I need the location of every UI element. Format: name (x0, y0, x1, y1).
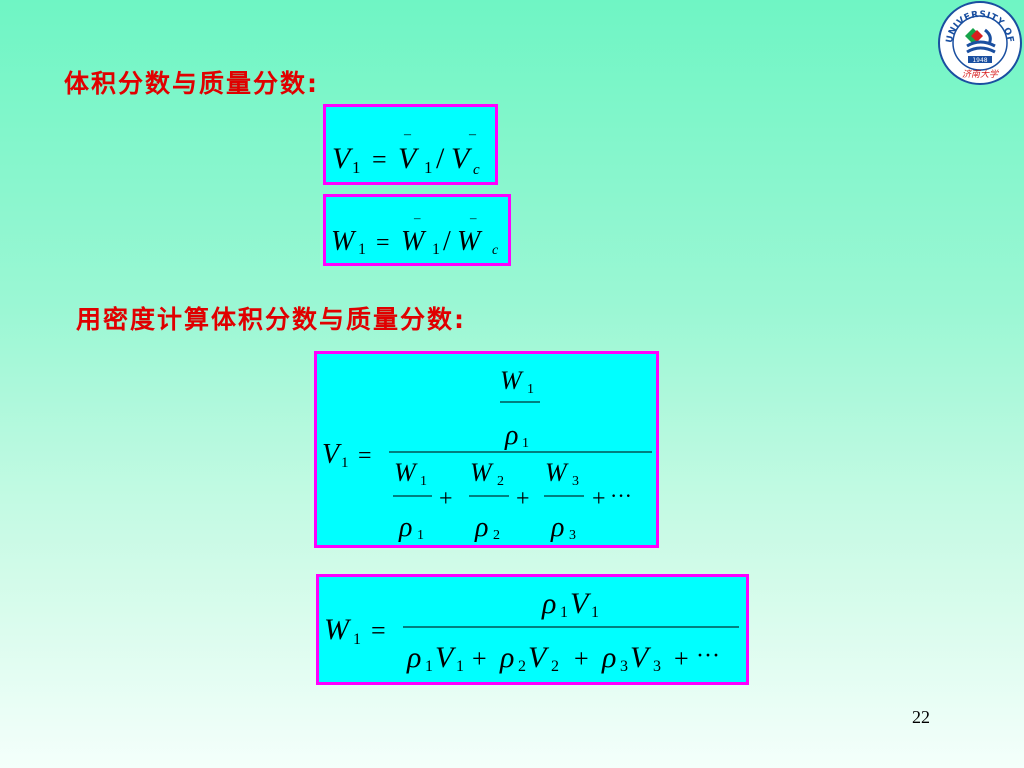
var-w: W (470, 458, 494, 487)
sub-1: 1 (358, 241, 366, 258)
sub-3: 3 (569, 528, 576, 543)
ellipsis: ··· (610, 483, 632, 508)
var-v: V (630, 641, 652, 674)
ellipsis: ··· (696, 643, 720, 669)
plus-sign: + (439, 486, 453, 512)
heading-volume-mass-fraction: 体积分数与质量分数: (64, 69, 319, 98)
slash: / (443, 226, 451, 257)
equals-sign: = (358, 443, 372, 469)
sub-1: 1 (424, 158, 433, 177)
var-rho: ρ (398, 512, 412, 543)
sub-1: 1 (341, 455, 349, 471)
var-v: V (332, 142, 354, 175)
var-rho: ρ (550, 512, 564, 543)
var-v: V (435, 641, 457, 674)
sub-1: 1 (522, 436, 529, 451)
var-w-bar: W (401, 226, 427, 257)
sub-3: 3 (620, 658, 628, 675)
sub-3: 3 (572, 474, 579, 489)
sub-2: 2 (493, 528, 500, 543)
formula-volume-fraction-density: W 1 ρ 1 V 1 = W 1 ρ 1 + W 2 ρ 2 + W 3 ρ … (314, 351, 659, 548)
equals-sign: = (376, 230, 390, 256)
plus-sign: + (516, 486, 530, 512)
plus-sign: + (574, 644, 589, 673)
var-v: V (322, 439, 342, 470)
sub-c: c (492, 243, 499, 258)
formula-volume-fraction-density-svg: W 1 ρ 1 V 1 = W 1 ρ 1 + W 2 ρ 2 + W 3 ρ … (322, 366, 652, 543)
university-seal-icon: UNIVERSITY OF JINAN 1948 济南大学 (933, 0, 1022, 85)
var-w-bar: W (457, 226, 483, 257)
equals-sign: = (371, 616, 386, 645)
formula-mass-fraction-density-svg: W 1 = ρ 1 V 1 ρ 1 V 1 + ρ 2 V 2 + ρ 3 V … (324, 587, 739, 675)
equals-sign: = (372, 145, 387, 174)
var-w: W (545, 458, 569, 487)
var-w: W (394, 458, 418, 487)
sub-1: 1 (352, 158, 361, 177)
heading-density-calculation: 用密度计算体积分数与质量分数: (76, 305, 466, 334)
sub-1: 1 (417, 528, 424, 543)
logo-year: 1948 (972, 57, 987, 64)
sub-2: 2 (497, 474, 504, 489)
var-w: W (324, 613, 352, 646)
sub-2: 2 (518, 658, 526, 675)
page-number: 22 (912, 707, 930, 727)
overbar: – (468, 127, 477, 142)
formula-volume-fraction: V 1 = – V 1 / – V c (323, 104, 498, 185)
var-rho: ρ (504, 420, 518, 451)
overbar: – (403, 127, 412, 142)
sub-1: 1 (560, 604, 568, 621)
sub-1: 1 (425, 658, 433, 675)
plus-sign: + (592, 486, 606, 512)
var-v-bar: V (398, 142, 420, 175)
sub-1: 1 (353, 631, 361, 648)
sub-1: 1 (420, 474, 427, 489)
formula-mass-fraction: W 1 = – W 1 / – W c (323, 194, 511, 266)
var-w: W (500, 366, 524, 395)
overbar: – (413, 210, 421, 225)
formula-mass-fraction-density: W 1 = ρ 1 V 1 ρ 1 V 1 + ρ 2 V 2 + ρ 3 V … (316, 574, 749, 685)
university-logo: UNIVERSITY OF JINAN 1948 济南大学 (933, 0, 1023, 86)
plus-sign: + (472, 644, 487, 673)
var-rho: ρ (406, 641, 421, 674)
sub-1: 1 (527, 382, 534, 397)
sub-1: 1 (591, 604, 599, 621)
var-rho: ρ (474, 512, 488, 543)
sub-1: 1 (432, 241, 440, 258)
var-rho: ρ (601, 641, 616, 674)
formula-mass-fraction-svg: W 1 = – W 1 / – W c (331, 210, 499, 258)
var-rho: ρ (541, 587, 556, 620)
sub-2: 2 (551, 658, 559, 675)
formula-volume-fraction-svg: V 1 = – V 1 / – V c (332, 127, 480, 178)
slash: / (436, 142, 445, 175)
sub-1: 1 (456, 658, 464, 675)
var-rho: ρ (499, 641, 514, 674)
var-v: V (528, 641, 550, 674)
sub-3: 3 (653, 658, 661, 675)
var-w: W (331, 226, 357, 257)
var-v-bar: V (451, 142, 473, 175)
var-v: V (570, 587, 592, 620)
sub-c: c (473, 162, 480, 178)
logo-bottom-text: 济南大学 (962, 69, 999, 80)
plus-sign: + (674, 644, 689, 673)
overbar: – (469, 210, 477, 225)
